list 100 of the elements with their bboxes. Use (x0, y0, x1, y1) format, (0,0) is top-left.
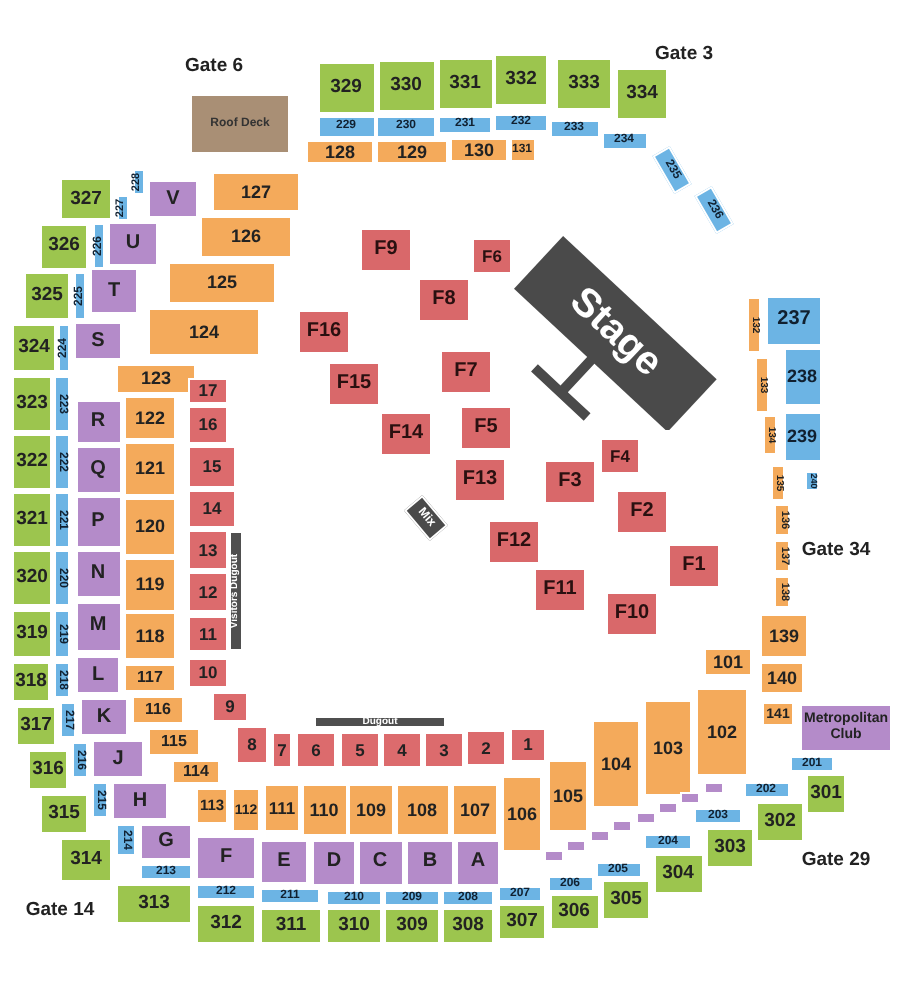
seating-section: 332 (494, 54, 548, 106)
seating-section: 333 (556, 58, 612, 110)
seating-section: 12 (188, 572, 228, 612)
seating-section: 5 (340, 732, 380, 768)
gate-label: Gate 6 (184, 56, 244, 76)
seating-section: 305 (602, 880, 650, 920)
seating-section: 126 (200, 216, 292, 258)
seating-section: 3 (424, 732, 464, 768)
seating-section: N (75, 550, 121, 598)
seating-section: 2 (466, 730, 506, 766)
seating-section: G (140, 824, 192, 860)
seating-section: 120 (124, 497, 176, 555)
box-seat (566, 840, 587, 853)
seating-section: P (75, 496, 121, 548)
seating-section: 129 (376, 140, 448, 164)
floor-section: F7 (440, 350, 492, 394)
box-seat (680, 791, 701, 804)
seating-section: 14 (188, 489, 236, 527)
seating-section: 102 (696, 688, 748, 776)
seating-section: 10 (188, 658, 228, 688)
seating-section: 320 (12, 550, 52, 606)
seating-section: 105 (548, 760, 588, 832)
floor-section: F1 (668, 544, 720, 588)
seating-section: 318 (12, 662, 50, 702)
seating-section: J (92, 740, 144, 778)
floor-section: F4 (600, 438, 640, 474)
seating-section: 9 (212, 692, 248, 722)
box-seat (635, 811, 656, 824)
seating-section: 306 (549, 894, 599, 930)
seating-section: 109 (348, 784, 394, 836)
gate-label: Gate 29 (801, 850, 871, 870)
seating-section: 1 (510, 727, 546, 761)
seating-section: 17 (188, 377, 228, 403)
seating-section: 107 (452, 784, 498, 836)
seating-section: 317 (16, 706, 56, 746)
seating-section: 329 (317, 62, 375, 114)
seating-section: 303 (706, 828, 754, 868)
floor-section: F9 (360, 228, 412, 272)
seating-section: 114 (172, 760, 220, 784)
seating-section: 330 (377, 60, 435, 112)
seating-section: 311 (260, 908, 322, 944)
seating-section: 314 (60, 838, 112, 882)
seating-section: B (406, 839, 454, 885)
seating-section: 307 (498, 904, 546, 940)
seating-section: 130 (450, 138, 508, 162)
seating-section: 237 (766, 295, 822, 345)
seating-section: 108 (395, 784, 449, 836)
seating-section: 6 (296, 732, 336, 768)
seating-section: 319 (12, 610, 52, 658)
seating-section: 308 (442, 908, 494, 944)
seating-section: 16 (188, 405, 228, 443)
seating-section: 334 (616, 68, 668, 120)
floor-section: F15 (328, 362, 380, 406)
seating-section: 322 (12, 434, 52, 490)
seating-section: 331 (437, 58, 493, 110)
seating-section: 316 (28, 750, 68, 790)
seating-section: 312 (196, 904, 256, 944)
seating-section: 238 (783, 347, 821, 405)
seating-section: 302 (756, 802, 804, 842)
floor-section: F5 (460, 406, 512, 450)
seating-section: 8 (236, 726, 268, 764)
seating-section: 321 (12, 492, 52, 548)
seating-section: 7 (272, 732, 292, 768)
floor-section: F8 (418, 278, 470, 322)
seating-section: T (90, 268, 138, 314)
gate-label: Gate 34 (801, 540, 871, 560)
seating-section: 127 (212, 172, 300, 212)
seating-section: 123 (116, 363, 196, 393)
floor-section: F14 (380, 412, 432, 456)
floor-section: F13 (454, 458, 506, 502)
seating-section: K (80, 698, 128, 736)
seating-section: 310 (326, 908, 382, 944)
seating-section: 101 (704, 648, 752, 676)
seating-section: F (196, 836, 256, 880)
seating-section: 115 (148, 728, 200, 756)
seating-section: 124 (148, 308, 260, 356)
seating-section: A (456, 839, 500, 885)
seating-section: 304 (653, 854, 703, 894)
floor-section: F16 (298, 310, 350, 354)
box-seat (703, 782, 724, 794)
seating-section: 13 (188, 530, 228, 570)
seating-section: 103 (644, 700, 692, 796)
floor-section: F12 (488, 520, 540, 564)
seating-section: U (108, 222, 158, 266)
seating-section: 15 (188, 445, 236, 487)
seating-section: L (76, 656, 120, 694)
seating-section: R (75, 400, 121, 444)
seating-section: 309 (384, 908, 440, 944)
floor-section: F3 (544, 460, 596, 504)
seating-section: 323 (12, 376, 52, 432)
seating-section: 122 (124, 396, 176, 440)
seating-section: 119 (124, 557, 176, 611)
seating-section: 118 (124, 612, 176, 660)
seating-section: S (74, 322, 122, 360)
box-seat (612, 820, 633, 833)
seating-section: 139 (760, 614, 808, 658)
seating-section: 121 (124, 441, 176, 495)
box-seat (589, 830, 610, 843)
seating-section: Q (75, 446, 121, 494)
seating-section: 315 (40, 794, 88, 834)
